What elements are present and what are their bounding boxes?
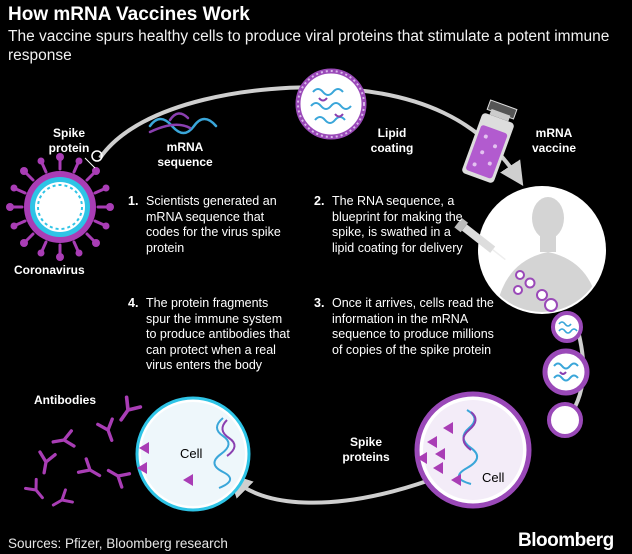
mrna-vaccine-label-line2: vaccine [531, 141, 577, 155]
cell-right-label: Cell [482, 470, 505, 485]
mrna-sequence-label-line1: mRNA [166, 140, 204, 154]
coronavirus-icon [6, 153, 114, 261]
lipid-coating-label-line2: coating [370, 141, 414, 155]
step-2-text: The RNA sequence, a blueprint for making… [332, 194, 463, 255]
coronavirus-label: Coronavirus [14, 263, 85, 277]
lipid-nanoparticle-icon [542, 348, 590, 396]
step-3-text: Once it arrives, cells read the informat… [332, 296, 494, 357]
lipid-nanoparticle-icon [551, 311, 583, 343]
vaccine-vial-icon [462, 99, 518, 183]
spike-proteins-label: Spike proteins [336, 435, 396, 465]
spike-protein-label-line2: protein [48, 141, 90, 155]
step-1: 1. Scientists generated an mRNA sequence… [128, 194, 286, 256]
spike-proteins-label-line1: Spike [349, 435, 382, 449]
person-silhouette-icon [495, 197, 600, 312]
antibody-icon [23, 395, 143, 513]
step-4-text: The protein fragments spur the immune sy… [146, 296, 290, 372]
rna-strand-icon [148, 112, 218, 135]
cycle-arc-bottom [228, 473, 431, 505]
lipid-coating-label: Lipid coating [362, 126, 422, 156]
lipid-nanoparticle-icon [295, 68, 367, 140]
page-title: How mRNA Vaccines Work [8, 4, 250, 25]
mrna-sequence-label-line2: sequence [157, 155, 213, 169]
step-2: 2. The RNA sequence, a blueprint for mak… [314, 194, 464, 256]
cell-icon [414, 391, 532, 509]
step-4: 4. The protein fragments spur the immune… [128, 296, 296, 374]
step-1-number: 1. [128, 194, 139, 208]
mrna-sequence-label: mRNA sequence [150, 140, 220, 170]
step-4-number: 4. [128, 296, 139, 310]
mrna-vaccine-label: mRNA vaccine [524, 126, 584, 156]
syringe-icon [454, 217, 506, 261]
step-3: 3. Once it arrives, cells read the infor… [314, 296, 498, 358]
mrna-vaccine-label-line1: mRNA [535, 126, 573, 140]
cell-icon [135, 396, 251, 512]
step-1-text: Scientists generated an mRNA sequence th… [146, 194, 281, 255]
spike-proteins-label-line2: proteins [342, 450, 390, 464]
step-3-number: 3. [314, 296, 325, 310]
cell-left-label: Cell [180, 446, 203, 461]
nanoparticle-trail [513, 270, 558, 312]
bloomberg-logo: Bloomberg [518, 530, 614, 551]
page-subtitle: The vaccine spurs healthy cells to produ… [8, 28, 610, 64]
spike-protein-label: Spike protein [44, 126, 94, 156]
antibodies-label: Antibodies [34, 393, 96, 407]
sources-note: Sources: Pfizer, Bloomberg research [8, 536, 228, 551]
step-2-number: 2. [314, 194, 325, 208]
spike-protein-label-line1: Spike [52, 126, 85, 140]
lipid-coating-label-line1: Lipid [377, 126, 407, 140]
